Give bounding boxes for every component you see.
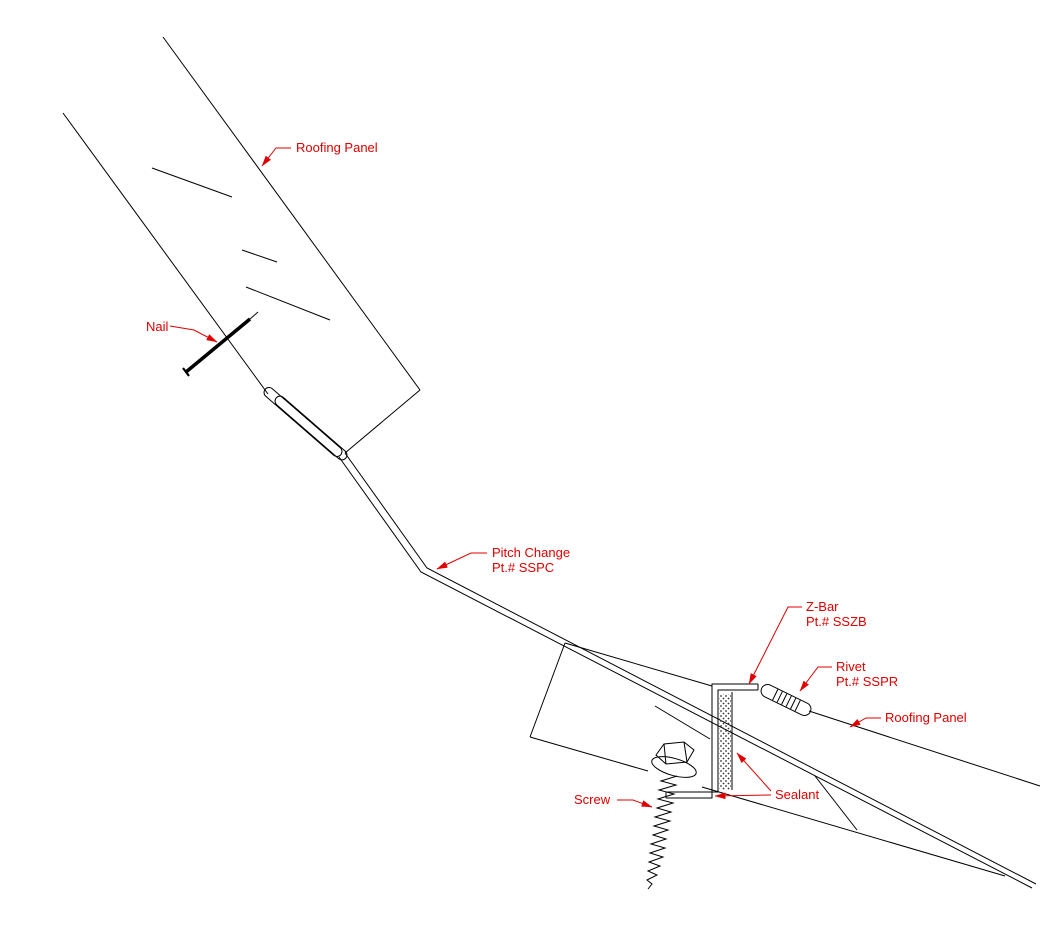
sealant-label: Sealant: [775, 787, 819, 802]
panel-hem-fold: [263, 386, 343, 458]
lower-panel-top-edge-right: [808, 710, 1041, 787]
rivet-hatch-line: [785, 695, 792, 707]
upper-panel-end-edge: [344, 389, 421, 454]
upper-panel-top-edge: [162, 36, 421, 391]
pitch-change-profile: [338, 452, 1037, 889]
reflection-mark: [241, 249, 278, 263]
annotation-rivet: Rivet Pt.# SSPR: [799, 659, 898, 692]
nail-graphic: [182, 311, 259, 377]
upper-roofing-panel: [62, 36, 421, 454]
reflection-mark: [245, 286, 331, 321]
upper-panel-hem-and-cleat: [263, 386, 348, 461]
reflection-mark: [814, 775, 858, 831]
pitch-change-outer-line: [344, 452, 1037, 885]
rivet-hem-graphic: [760, 684, 812, 716]
cleat-fold: [274, 395, 348, 461]
leader-line: [849, 717, 881, 728]
leader-line: [736, 752, 772, 792]
rivet-hatch-line: [790, 697, 797, 710]
rivet-hatch-line: [781, 693, 788, 705]
leader-line: [169, 325, 218, 343]
panel-hem-outline: [760, 684, 812, 716]
z-bar-inner-line: [666, 689, 758, 793]
annotation-nail: Nail: [146, 319, 218, 343]
sealant-hatch: [719, 694, 731, 790]
screw-graphic: [646, 741, 697, 890]
lower-panel-end-edge: [529, 642, 566, 738]
annotation-pitch-change: Pitch Change Pt.# SSPC: [436, 545, 570, 575]
annotation-screw: Screw: [574, 792, 653, 808]
roofing-panel-lower-label: Roofing Panel: [885, 710, 967, 725]
roofing-panel-upper-label: Roofing Panel: [296, 140, 378, 155]
pitch-change-inner-line: [338, 456, 1033, 889]
leader-line: [748, 606, 802, 685]
sealant-graphic: [719, 692, 733, 790]
rivet-hatch-line: [776, 691, 783, 703]
z-bar-outer-line: [666, 683, 758, 799]
nail-label: Nail: [146, 319, 169, 334]
annotation-roofing-panel-upper: Roofing Panel: [261, 140, 378, 167]
rivet-hatch-line: [794, 700, 801, 712]
hex-facet-line: [683, 741, 688, 763]
screw-label: Screw: [574, 792, 611, 807]
leader-line: [714, 792, 772, 800]
z-bar-label: Z-Bar: [806, 599, 839, 614]
lower-roofing-panel: [529, 642, 1041, 877]
leader-line: [799, 666, 832, 692]
reflection-mark: [654, 705, 711, 740]
lower-panel-bottom-edge-left: [529, 736, 649, 772]
leader-line: [436, 552, 487, 570]
z-bar-profile: [665, 683, 759, 799]
nail-head: [182, 367, 190, 377]
screw-thread: [646, 775, 678, 890]
leader-line: [617, 799, 653, 808]
annotation-z-bar: Z-Bar Pt.# SSZB: [748, 599, 867, 685]
lower-panel-bottom-edge-right: [701, 786, 1006, 877]
annotation-roofing-panel-lower: Roofing Panel: [849, 710, 967, 728]
z-bar-part-ref: Pt.# SSZB: [806, 614, 867, 629]
nail-shank: [184, 317, 252, 374]
rivet-label: Rivet: [836, 659, 866, 674]
pitch-change-label: Pitch Change: [492, 545, 570, 560]
lower-panel-top-edge-left: [564, 642, 713, 687]
nail-tip: [249, 311, 259, 320]
pitch-change-part-ref: Pt.# SSPC: [492, 560, 554, 575]
reflection-mark: [151, 167, 233, 198]
upper-panel-surface-edge: [62, 112, 269, 395]
screw-hex-head: [655, 741, 695, 765]
annotation-sealant: Sealant: [714, 752, 819, 802]
rivet-part-ref: Pt.# SSPR: [836, 674, 898, 689]
screw-washer: [651, 756, 697, 778]
hex-facet-line: [663, 743, 667, 765]
leader-line: [261, 147, 291, 167]
rivet-hatch-line: [772, 689, 779, 701]
